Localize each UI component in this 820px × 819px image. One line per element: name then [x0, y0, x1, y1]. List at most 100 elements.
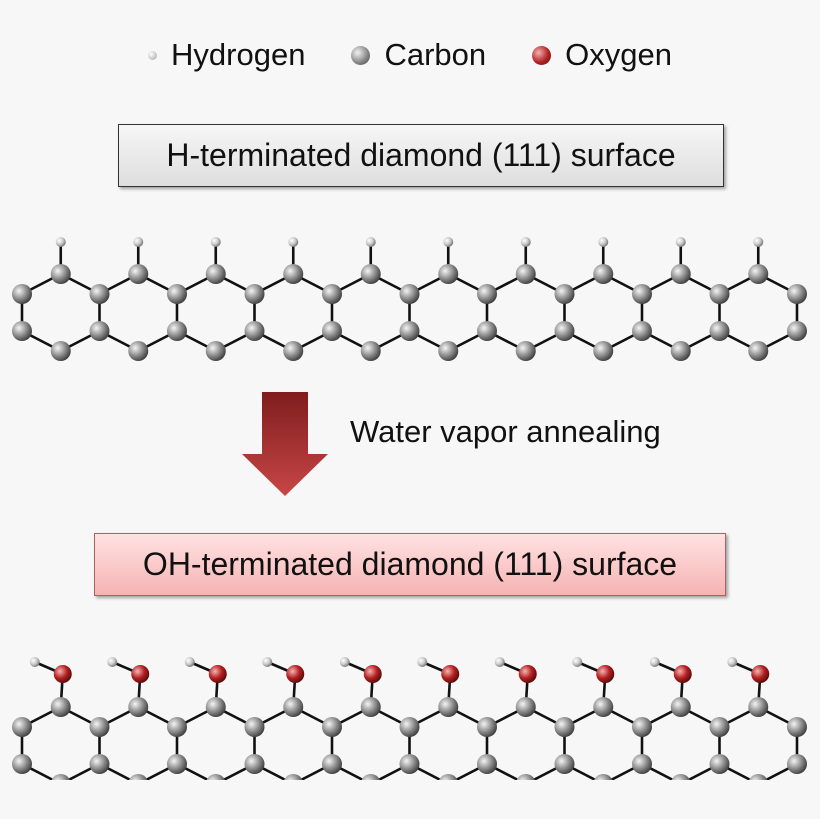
carbon-atom: [50, 264, 71, 284]
oxygen-atom: [751, 665, 770, 683]
carbon-atom: [399, 321, 420, 341]
carbon-atom: [167, 321, 187, 341]
legend-label-carbon: Carbon: [384, 37, 487, 72]
hydrogen-atom: [443, 237, 454, 247]
legend-item-oxygen: Oxygen: [532, 37, 672, 73]
carbon-atom: [399, 754, 420, 774]
carbon-atom: [515, 341, 536, 361]
carbon-atom: [283, 264, 304, 284]
legend-label-hydrogen: Hydrogen: [171, 37, 306, 72]
oh-terminated-lattice: [12, 657, 807, 780]
carbon-atom: [594, 774, 613, 780]
carbon-atom: [244, 754, 265, 774]
carbon-atom: [244, 284, 265, 304]
legend-label-oxygen: Oxygen: [565, 37, 672, 72]
oxygen-atom-icon: [532, 45, 552, 65]
carbon-atom: [244, 717, 265, 737]
oxygen-atom: [363, 665, 382, 683]
carbon-atom: [128, 341, 149, 361]
oxygen-atom: [441, 665, 460, 683]
carbon-atom: [89, 284, 110, 304]
carbon-atom: [787, 754, 807, 774]
oxygen-atom: [208, 665, 227, 683]
carbon-atom: [593, 697, 614, 717]
carbon-atom: [632, 284, 652, 304]
hydrogen-atom: [288, 237, 299, 247]
carbon-atom: [709, 321, 730, 341]
carbon-atom: [438, 264, 459, 284]
carbon-atom: [129, 774, 148, 780]
carbon-atom: [322, 717, 342, 737]
hydrogen-atom: [184, 657, 195, 667]
carbon-atom: [12, 284, 32, 304]
hydrogen-atom: [55, 237, 66, 247]
hydrogen-atom: [133, 237, 144, 247]
carbon-atom: [593, 264, 614, 284]
carbon-atom: [438, 341, 459, 361]
carbon-atom: [477, 321, 497, 341]
carbon-atom: [477, 284, 497, 304]
oxygen-atom: [596, 665, 615, 683]
carbon-atom: [515, 697, 536, 717]
hydrogen-atom: [675, 237, 686, 247]
oxygen-atom: [53, 665, 72, 683]
carbon-atom: [787, 284, 807, 304]
oxygen-atom: [518, 665, 537, 683]
carbon-atom: [632, 321, 652, 341]
carbon-atom: [205, 341, 226, 361]
hydrogen-atom: [107, 657, 118, 667]
carbon-atom: [670, 341, 691, 361]
hydrogen-atom: [339, 657, 350, 667]
carbon-atom: [709, 717, 730, 737]
hydrogen-atom: [262, 657, 273, 667]
carbon-atom: [554, 321, 575, 341]
carbon-atom: [671, 774, 690, 780]
carbon-atom: [748, 697, 769, 717]
oh-terminated-title: OH-terminated diamond (111) surface: [142, 546, 678, 582]
hydrogen-atom: [572, 657, 583, 667]
carbon-atom: [128, 697, 149, 717]
carbon-atom: [205, 264, 226, 284]
hydrogen-atom: [727, 657, 738, 667]
carbon-atom: [322, 284, 342, 304]
hydrogen-atom: [649, 657, 660, 667]
h-terminated-title-box: H-terminated diamond (111) surface: [118, 124, 724, 187]
carbon-atom: [439, 774, 458, 780]
legend-item-carbon: Carbon: [351, 37, 486, 73]
carbon-atom: [322, 321, 342, 341]
carbon-atom: [89, 717, 110, 737]
carbon-atom-icon: [351, 45, 371, 65]
carbon-atom: [709, 284, 730, 304]
carbon-atom: [515, 264, 536, 284]
carbon-atom: [749, 774, 768, 780]
hydrogen-atom: [417, 657, 428, 667]
hydrogen-atom: [210, 237, 221, 247]
carbon-atom: [89, 754, 110, 774]
carbon-atom: [167, 717, 187, 737]
hydrogen-atom: [29, 657, 40, 667]
carbon-atom: [167, 754, 187, 774]
carbon-atom: [748, 341, 769, 361]
oh-terminated-title-box: OH-terminated diamond (111) surface: [94, 533, 726, 596]
carbon-atom: [360, 341, 381, 361]
carbon-atom: [787, 321, 807, 341]
oxygen-atom: [131, 665, 150, 683]
oxygen-atom: [673, 665, 692, 683]
carbon-atom: [438, 697, 459, 717]
carbon-atom: [709, 754, 730, 774]
carbon-atom: [206, 774, 225, 780]
legend-item-hydrogen: Hydrogen: [148, 37, 305, 73]
hydrogen-atom-icon: [148, 50, 158, 60]
carbon-atom: [283, 697, 304, 717]
carbon-atom: [50, 341, 71, 361]
hydrogen-atom: [598, 237, 609, 247]
hydrogen-atom: [520, 237, 531, 247]
carbon-atom: [12, 754, 32, 774]
carbon-atom: [554, 717, 575, 737]
process-label: Water vapor annealing: [350, 414, 661, 449]
carbon-atom: [670, 697, 691, 717]
carbon-atom: [361, 774, 380, 780]
carbon-atom: [554, 754, 575, 774]
carbon-atom: [51, 774, 70, 780]
carbon-atom: [399, 717, 420, 737]
